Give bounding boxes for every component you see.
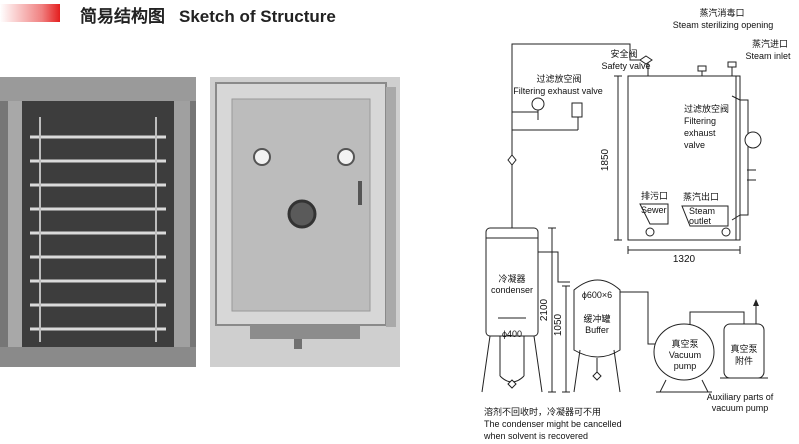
label-vacuum-pump-cn: 真空泵	[671, 338, 698, 349]
structure-schematic: 1850 蒸汽消毒口 Steam sterilizing opening	[481, 7, 791, 441]
label-aux-caption-1: Auxiliary parts of	[707, 392, 774, 402]
label-steam-sterilizing-en: Steam sterilizing opening	[673, 20, 774, 30]
label-buffer-cn: 缓冲罐	[583, 313, 610, 324]
label-sewer-cn: 排污口	[641, 190, 668, 201]
header-accent-bar	[0, 4, 60, 22]
dryer-door	[739, 99, 749, 216]
label-vacuum-pump-en1: Vacuum	[669, 350, 701, 360]
condenser-height-dimension: 2100	[539, 298, 550, 321]
condenser-to-buffer-pipe	[538, 251, 570, 283]
label-vacuum-pump-en2: pump	[674, 361, 697, 371]
pump-aux-pipe	[689, 311, 745, 324]
label-steam-inlet-en: Steam inlet	[745, 51, 791, 61]
label-safety-valve-en: Safety valve	[601, 61, 650, 71]
label-filter-valve-right-en1: Filtering	[684, 116, 716, 126]
label-condenser-diameter: ϕ400	[502, 329, 522, 339]
width-dimension: 1320	[673, 254, 696, 265]
label-filter-valve-right-cn: 过滤放空阀	[684, 103, 729, 114]
label-aux-unit-cn1: 真空泵	[730, 343, 757, 354]
label-filter-valve-cn: 过滤放空阀	[536, 73, 581, 84]
label-sewer-en: Sewer	[641, 205, 667, 215]
label-steam-inlet-cn: 蒸汽进口	[752, 38, 788, 49]
support-foot-icon	[645, 227, 655, 237]
label-steam-outlet-cn: 蒸汽出口	[683, 191, 719, 202]
note-en-2: when solvent is recovered	[483, 431, 588, 441]
support-foot-icon	[721, 227, 731, 237]
label-filter-valve-right-en2: exhaust	[684, 128, 716, 138]
label-steam-outlet-en2: outlet	[689, 216, 712, 226]
label-steam-sterilizing-cn: 蒸汽消毒口	[699, 7, 744, 18]
pressure-gauge-icon	[531, 97, 545, 111]
pipe-valve-symbol	[507, 154, 517, 166]
label-safety-valve-cn: 安全阀	[610, 48, 637, 59]
door-viewport	[744, 131, 762, 149]
label-filter-valve-right-en3: valve	[684, 140, 705, 150]
label-condenser-cn: 冷凝器	[498, 273, 525, 284]
photo-dryer-exterior	[210, 77, 400, 367]
title-chinese: 简易结构图	[80, 7, 165, 26]
drain-valve-symbol	[592, 371, 602, 381]
buffer-tank	[573, 279, 621, 358]
label-aux-caption-2: vacuum pump	[712, 403, 769, 413]
steam-outlet-box	[681, 205, 729, 227]
label-condenser-en: condenser	[491, 285, 533, 295]
label-aux-unit-cn2: 附件	[735, 355, 753, 366]
title-english: Sketch of Structure	[179, 7, 336, 26]
label-buffer-diameter: ϕ600×6	[582, 290, 612, 300]
buffer-height-dimension: 1050	[553, 313, 564, 336]
vacuum-pump	[653, 323, 715, 381]
label-steam-outlet-en1: Steam	[689, 206, 715, 216]
label-filter-valve-en: Filtering exhaust valve	[513, 86, 603, 96]
photo-dryer-interior	[0, 77, 196, 367]
height-dimension: 1850	[600, 148, 611, 171]
note-en-1: The condenser might be cancelled	[484, 419, 622, 429]
sewer-box	[639, 203, 669, 225]
page-title: 简易结构图 Sketch of Structure	[80, 2, 336, 27]
note-cn: 溶剂不回收时，冷凝器可不用	[484, 406, 601, 417]
arrow-up-icon	[753, 299, 759, 306]
label-buffer-en: Buffer	[585, 325, 609, 335]
exhaust-valve-symbol	[571, 102, 583, 118]
safety-valve-symbol	[639, 55, 653, 65]
drain-valve-symbol	[507, 379, 517, 389]
